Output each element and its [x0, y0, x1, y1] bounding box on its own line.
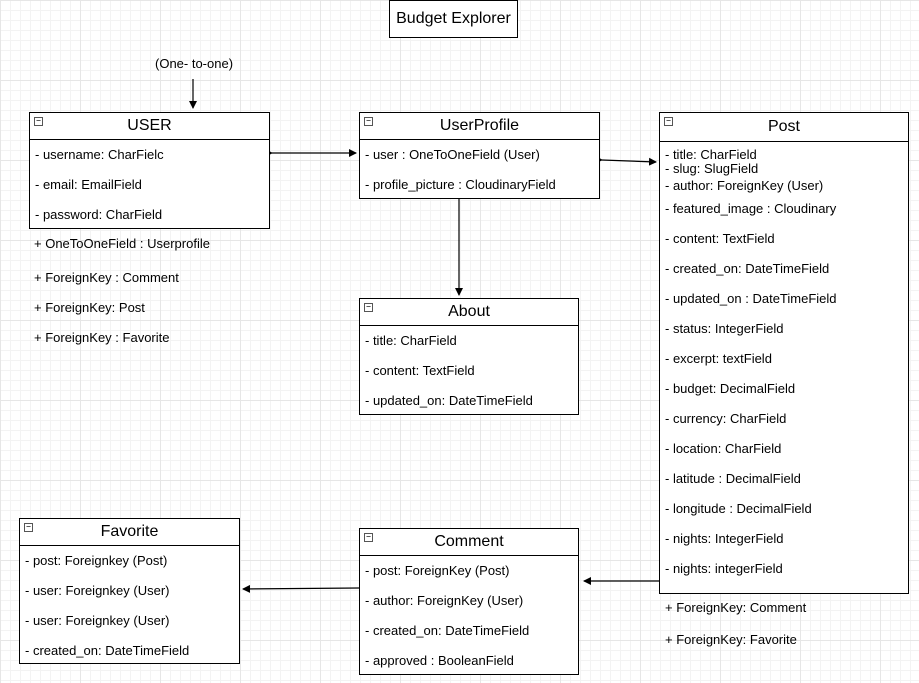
post-field: - budget: DecimalField: [665, 381, 796, 396]
user-field: - password: CharField: [35, 207, 163, 222]
user-relation: + ForeignKey : Comment: [34, 270, 179, 285]
comment-entity-name: Comment: [434, 533, 504, 550]
comment-entity-header[interactable]: − Comment: [360, 529, 578, 556]
diagram-title: Budget Explorer: [389, 0, 518, 38]
post-field: - slug: SlugField: [665, 161, 759, 176]
collapse-icon[interactable]: −: [364, 533, 373, 542]
user-entity-name: USER: [127, 117, 172, 134]
favorite-field: - user: Foreignkey (User): [25, 583, 170, 598]
post-field: - nights: IntegerField: [665, 531, 784, 546]
about-entity-name: About: [448, 303, 490, 320]
favorite-field: - user: Foreignkey (User): [25, 613, 170, 628]
user-entity-header[interactable]: − USER: [30, 113, 269, 140]
post-field: - title: CharField: [665, 147, 757, 162]
userprofile-entity-name: UserProfile: [439, 117, 520, 134]
post-field: - status: IntegerField: [665, 321, 784, 336]
post-field: - nights: integerField: [665, 561, 783, 576]
post-field: - content: TextField: [665, 231, 775, 246]
user-relation: + ForeignKey: Post: [34, 300, 145, 315]
user-field: - email: EmailField: [35, 177, 142, 192]
user-entity[interactable]: − USER - username: CharFielc - email: Em…: [29, 112, 270, 229]
favorite-entity-header[interactable]: − Favorite: [20, 519, 239, 546]
post-field: - excerpt: textField: [665, 351, 772, 366]
about-field: - content: TextField: [365, 363, 475, 378]
post-field: - latitude : DecimalField: [665, 471, 801, 486]
userprofile-post-connector: [594, 155, 657, 166]
about-entity[interactable]: − About - title: CharField - content: Te…: [359, 298, 579, 415]
favorite-field: - post: Foreignkey (Post): [25, 553, 168, 568]
post-entity-header[interactable]: − Post: [660, 113, 908, 142]
favorite-field: - created_on: DateTimeField: [25, 643, 190, 658]
post-entity-name: Post: [767, 118, 800, 135]
comment-favorite-connector: [242, 584, 360, 593]
post-field: - longitude : DecimalField: [665, 501, 812, 516]
post-field: - updated_on : DateTimeField: [665, 291, 837, 306]
post-field: - author: ForeignKey (User): [665, 178, 824, 193]
collapse-icon[interactable]: −: [24, 523, 33, 532]
comment-field: - post: ForeignKey (Post): [365, 563, 510, 578]
post-field: - created_on: DateTimeField: [665, 261, 830, 276]
comment-entity[interactable]: − Comment - post: ForeignKey (Post) - au…: [359, 528, 579, 675]
post-entity[interactable]: − Post - title: CharField - slug: SlugFi…: [659, 112, 909, 594]
post-relation: + ForeignKey: Comment: [665, 600, 807, 615]
favorite-entity-name: Favorite: [100, 523, 159, 540]
userprofile-field: - profile_picture : CloudinaryField: [365, 177, 556, 192]
userprofile-entity[interactable]: − UserProfile - user : OneToOneField (Us…: [359, 112, 600, 199]
one-to-one-note: (One- to-one): [155, 56, 234, 71]
post-field: - currency: CharField: [665, 411, 787, 426]
user-relation: + ForeignKey : Favorite: [34, 330, 170, 345]
comment-field: - created_on: DateTimeField: [365, 623, 530, 638]
userprofile-field: - user : OneToOneField (User): [365, 147, 540, 162]
comment-field: - approved : BooleanField: [365, 653, 514, 668]
about-entity-header[interactable]: − About: [360, 299, 578, 326]
comment-field: - author: ForeignKey (User): [365, 593, 524, 608]
favorite-entity[interactable]: − Favorite - post: Foreignkey (Post) - u…: [19, 518, 240, 664]
userprofile-entity-header[interactable]: − UserProfile: [360, 113, 599, 140]
collapse-icon[interactable]: −: [364, 303, 373, 312]
post-field: - location: CharField: [665, 441, 782, 456]
collapse-icon[interactable]: −: [34, 117, 43, 126]
post-field: - featured_image : Cloudinary: [665, 201, 837, 216]
collapse-icon[interactable]: −: [664, 117, 673, 126]
about-field: - updated_on: DateTimeField: [365, 393, 533, 408]
diagram-title-text: Budget Explorer: [396, 10, 511, 27]
user-relation: + OneToOneField : Userprofile: [34, 236, 210, 251]
about-field: - title: CharField: [365, 333, 457, 348]
user-field: - username: CharFielc: [35, 147, 164, 162]
post-relation: + ForeignKey: Favorite: [665, 632, 797, 647]
collapse-icon[interactable]: −: [364, 117, 373, 126]
